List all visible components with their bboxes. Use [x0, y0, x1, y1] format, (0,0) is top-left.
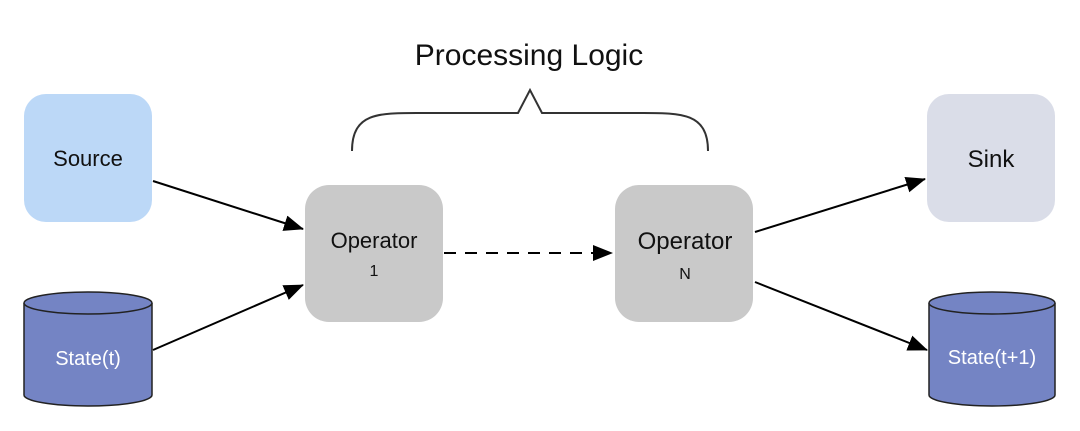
state-t-database: State(t): [23, 291, 153, 407]
sink-label: Sink: [968, 146, 1016, 173]
state-t1-database: State(t+1): [928, 291, 1056, 407]
operator-n-label: Operator: [638, 228, 733, 255]
state-t1-label: State(t+1): [948, 347, 1036, 369]
operator-1-label: Operator: [331, 228, 418, 253]
state-t-label: State(t): [55, 348, 121, 370]
arrow-source-to-operator-1: [152, 180, 304, 231]
diagram-title: Processing Logic: [415, 39, 643, 72]
arrow-operator-n-to-state-t1: [754, 281, 928, 351]
arrow-state-t-to-operator-1: [152, 284, 304, 351]
operator-1-index: 1: [370, 263, 379, 280]
operator-n-node: Operator N: [615, 185, 753, 322]
operator-n-index: N: [679, 266, 691, 283]
operator-1-node: Operator 1: [305, 185, 443, 322]
sink-node: Sink: [927, 94, 1055, 222]
processing-logic-brace: [351, 87, 709, 152]
source-node: Source: [24, 94, 152, 222]
source-label: Source: [53, 146, 123, 171]
arrow-operator-n-to-sink: [754, 177, 926, 233]
